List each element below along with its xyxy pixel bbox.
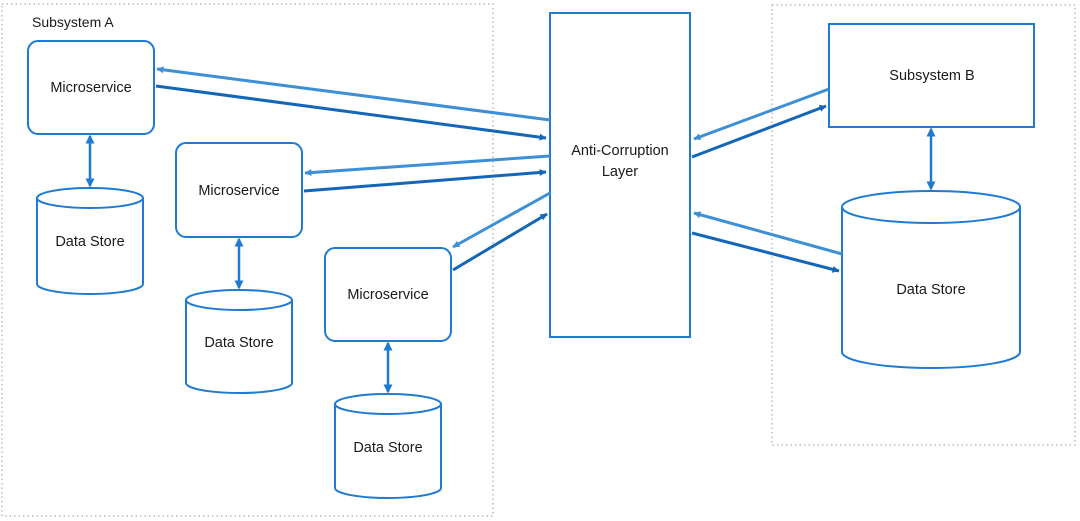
acl-to-ms3-arrow xyxy=(452,191,551,249)
acl-to-subsystemb-arrow xyxy=(691,104,827,159)
acl-to-datastoreb-arrow xyxy=(691,231,840,273)
microservice-box-1: Microservice xyxy=(27,40,155,135)
data-store-cylinder-2: Data Store xyxy=(185,289,293,394)
microservice-3-label: Microservice xyxy=(347,287,428,303)
ms3-to-acl-arrow xyxy=(452,212,548,272)
ms2-to-acl-arrow xyxy=(303,169,547,193)
data-store-cylinder-b: Data Store xyxy=(841,190,1021,369)
acl-label-line2: Layer xyxy=(602,164,638,180)
subsystem-b-box: Subsystem B xyxy=(828,23,1035,128)
subsystemb-to-acl-arrow xyxy=(693,87,830,141)
subsystem-a-label: Subsystem A xyxy=(32,14,114,30)
microservice-2-label: Microservice xyxy=(198,183,279,199)
data-store-2-label: Data Store xyxy=(204,335,273,351)
anti-corruption-layer-box: Anti-Corruption Layer xyxy=(549,12,691,338)
subsystem-a-container: Subsystem A xyxy=(1,3,494,517)
acl-to-ms2-arrow xyxy=(304,154,551,177)
data-store-3-label: Data Store xyxy=(353,440,422,456)
microservice-box-2: Microservice xyxy=(175,142,303,238)
data-store-1-label: Data Store xyxy=(55,234,124,250)
subsystem-b-label: Subsystem B xyxy=(889,68,974,84)
microservice-1-label: Microservice xyxy=(50,80,131,96)
ms1-to-acl-arrow xyxy=(155,84,547,141)
microservice-box-3: Microservice xyxy=(324,247,452,342)
subsystem-b-container xyxy=(771,4,1076,446)
datastoreb-to-acl-arrow xyxy=(693,211,843,256)
acl-label-line1: Anti-Corruption xyxy=(571,143,669,159)
data-store-cylinder-3: Data Store xyxy=(334,393,442,499)
data-store-b-label: Data Store xyxy=(896,282,965,298)
acl-to-ms1-arrow xyxy=(156,66,551,122)
data-store-cylinder-1: Data Store xyxy=(36,187,144,295)
